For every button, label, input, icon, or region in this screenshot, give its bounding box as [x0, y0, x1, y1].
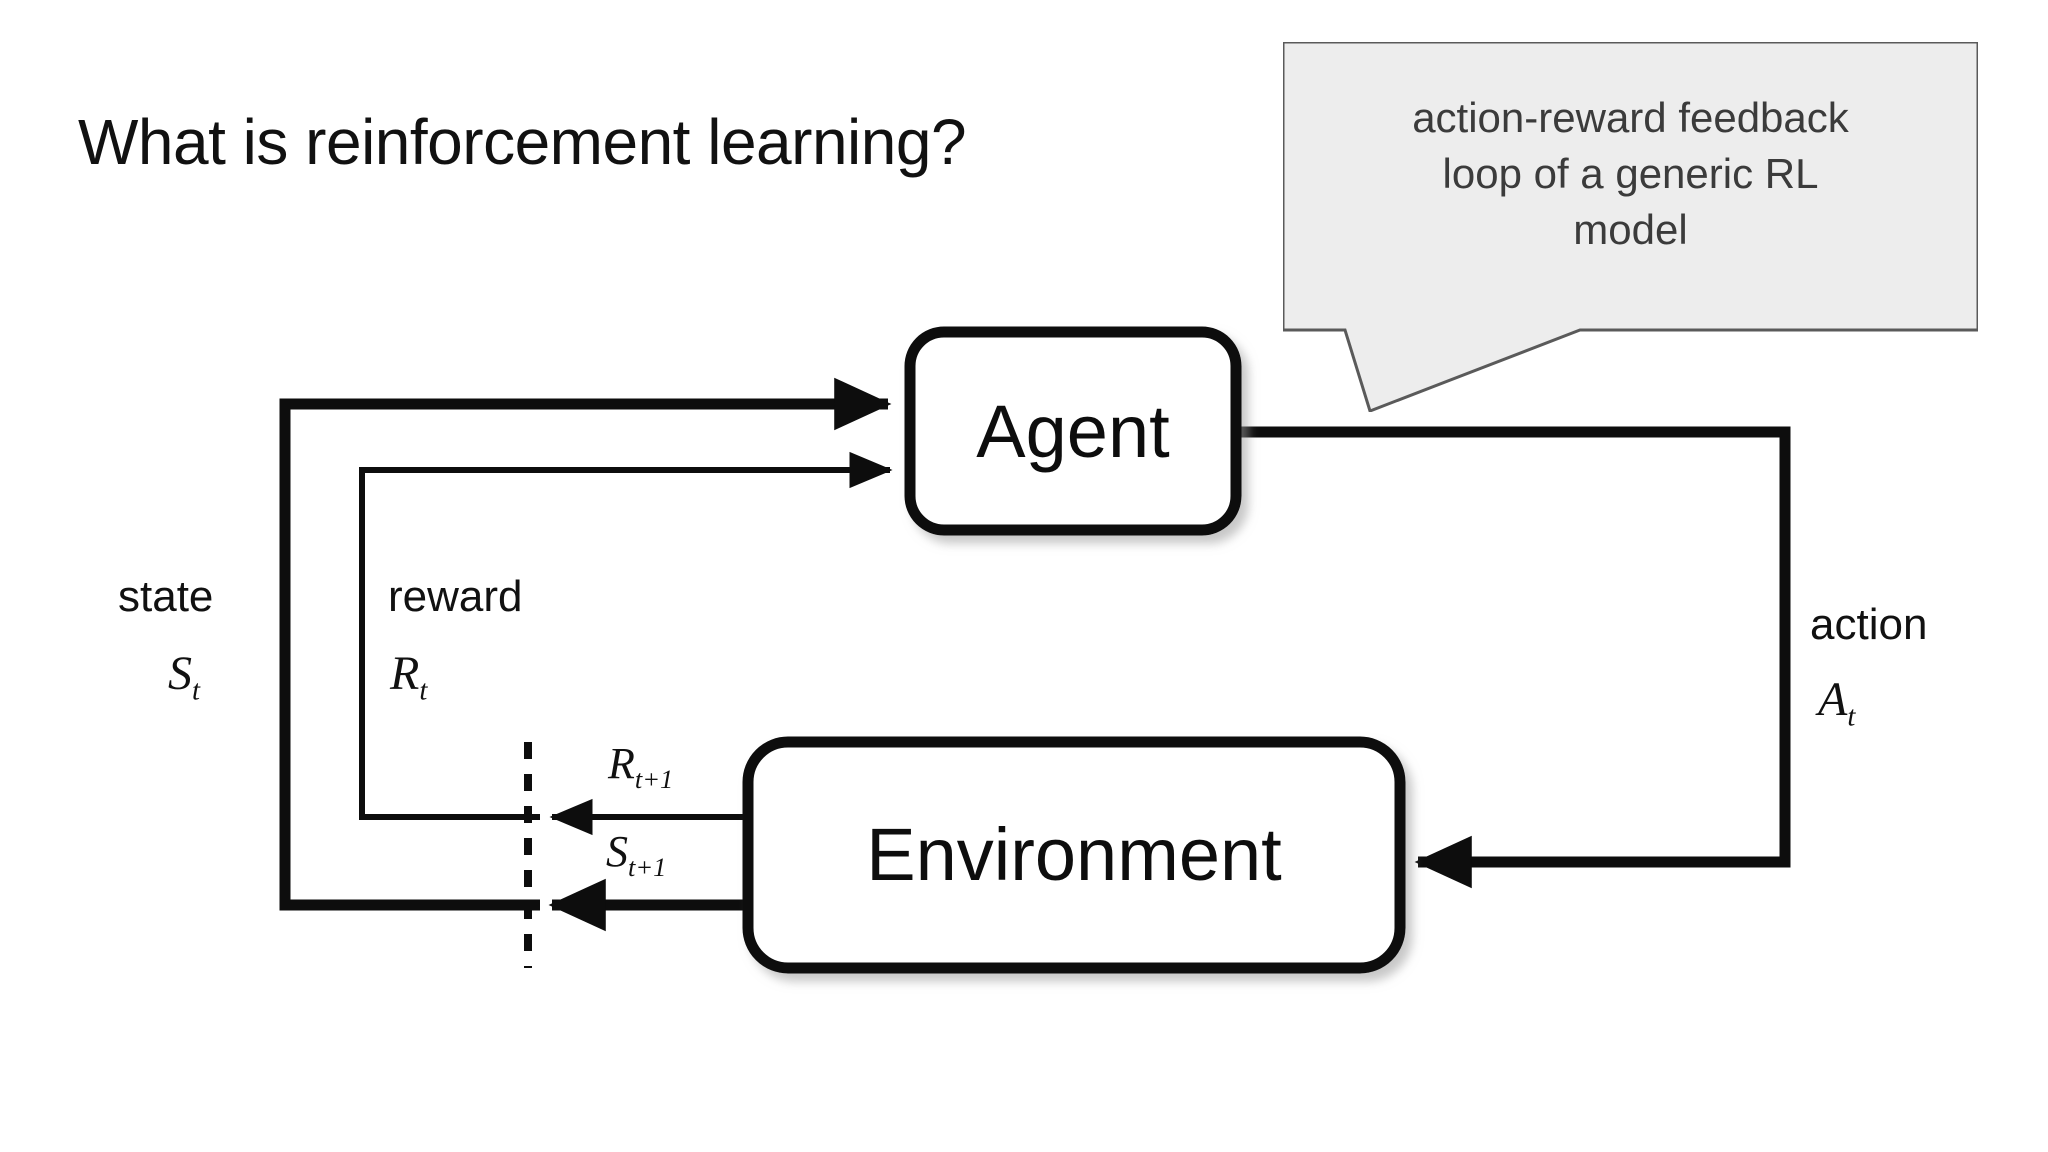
page-title: What is reinforcement learning? [78, 106, 967, 178]
state-symbol-sub: t [192, 674, 201, 707]
edge-label-action-symbol: At [1818, 672, 1855, 734]
edge-state-path [279, 377, 892, 911]
callout-shape [1283, 42, 1978, 412]
action-symbol-sub: t [1847, 700, 1856, 733]
agent-box-label: Agent [976, 390, 1170, 473]
edge-label-state-symbol: St [168, 646, 200, 708]
edge-label-action-word: action [1810, 600, 1928, 649]
reward-next-sub: t+1 [634, 763, 674, 794]
reward-next-base: R [608, 739, 635, 788]
arrow-label-reward-next: Rt+1 [608, 738, 673, 795]
agent-box[interactable] [904, 326, 1242, 536]
reward-symbol-base: R [390, 647, 420, 700]
callout-line-1: action-reward feedback [1412, 94, 1849, 141]
state-next-base: S [606, 827, 628, 876]
callout-bubble[interactable]: action-reward feedback loop of a generic… [1283, 42, 1978, 412]
callout-line-3: model [1573, 206, 1688, 253]
edge-label-reward-word: reward [388, 572, 523, 621]
state-symbol-base: S [168, 647, 192, 700]
environment-box-label: Environment [866, 813, 1282, 896]
edge-label-state-word: state [118, 572, 214, 621]
reward-symbol-sub: t [419, 674, 428, 707]
edge-reward-path [359, 451, 893, 820]
arrow-label-state-next: St+1 [606, 826, 666, 883]
environment-box[interactable] [742, 736, 1406, 974]
edge-action-path [1238, 426, 1791, 889]
state-next-sub: t+1 [628, 851, 667, 882]
callout-line-2: loop of a generic RL [1442, 150, 1819, 197]
edge-label-reward-symbol: Rt [390, 646, 427, 708]
callout-text: action-reward feedback loop of a generic… [1305, 90, 1956, 258]
action-symbol-base: A [1818, 673, 1848, 726]
